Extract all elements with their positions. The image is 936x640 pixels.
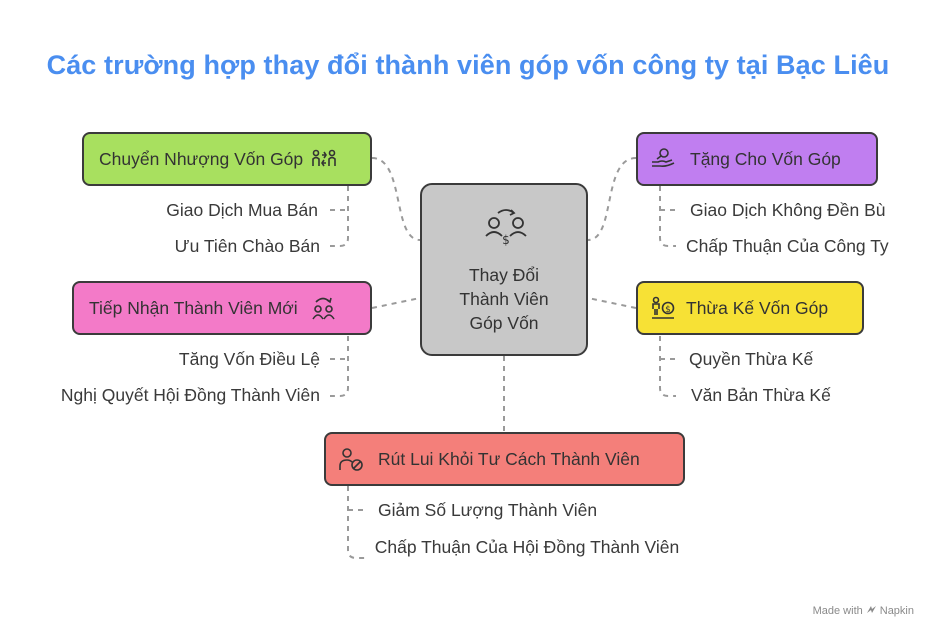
center-label: Thay Đổi Thành Viên Góp Vốn bbox=[459, 265, 549, 333]
member-withdraw-icon bbox=[338, 446, 364, 472]
node-withdraw-label: Rút Lui Khỏi Tư Cách Thành Viên bbox=[378, 448, 640, 469]
napkin-logo-icon bbox=[866, 604, 877, 618]
people-exchange-icon: $ bbox=[482, 207, 530, 247]
connector-withdraw-subs bbox=[347, 486, 366, 559]
connector-gift bbox=[587, 157, 637, 241]
sub-inherit-2: Văn Bản Thừa Kế bbox=[691, 385, 831, 405]
node-gift-label: Tặng Cho Vốn Góp bbox=[690, 148, 841, 169]
node-new-member[interactable]: Tiếp Nhận Thành Viên Mới bbox=[72, 281, 372, 335]
node-inheritance[interactable]: $ Thừa Kế Vốn Góp bbox=[636, 281, 864, 335]
footer-text: Made with bbox=[812, 605, 863, 617]
diagram-title: Các trường hợp thay đổi thành viên góp v… bbox=[46, 50, 890, 80]
sub-inherit-1: Quyền Thừa Kế bbox=[689, 349, 814, 369]
connector-transfer-subs bbox=[330, 186, 349, 247]
node-transfer-capital[interactable]: Chuyển Nhượng Vốn Góp bbox=[82, 132, 372, 186]
sub-withdraw-1: Giảm Số Lượng Thành Viên bbox=[378, 500, 598, 520]
napkin-watermark: Made with Napkin bbox=[813, 604, 914, 618]
connector-newmember bbox=[371, 297, 421, 309]
svg-text:$: $ bbox=[665, 305, 671, 315]
node-withdraw[interactable]: Rút Lui Khỏi Tư Cách Thành Viên bbox=[324, 432, 685, 486]
svg-text:$: $ bbox=[502, 233, 510, 247]
sub-gift-1: Giao Dịch Không Đền Bù bbox=[690, 200, 886, 220]
transfer-people-icon bbox=[311, 146, 337, 172]
node-newmember-label: Tiếp Nhận Thành Viên Mới bbox=[89, 297, 298, 318]
node-transfer-label: Chuyển Nhượng Vốn Góp bbox=[99, 148, 304, 169]
connector-transfer bbox=[371, 157, 421, 241]
gift-hand-icon bbox=[650, 146, 676, 172]
sub-gift-2: Chấp Thuận Của Công Ty bbox=[686, 236, 889, 256]
inheritance-icon: $ bbox=[650, 295, 676, 321]
connector-newmember-subs bbox=[330, 336, 349, 397]
sub-newmember-1: Tăng Vốn Điều Lệ bbox=[178, 349, 320, 369]
sub-transfer-2: Ưu Tiên Chào Bán bbox=[174, 236, 320, 256]
new-members-icon bbox=[310, 295, 336, 321]
connector-inherit-subs bbox=[659, 336, 676, 397]
sub-withdraw-2: Chấp Thuận Của Hội Đồng Thành Viên bbox=[374, 537, 680, 557]
node-inheritance-label: Thừa Kế Vốn Góp bbox=[686, 297, 829, 318]
center-node[interactable]: $ Thay Đổi Thành Viên Góp Vốn bbox=[420, 183, 588, 356]
node-gift-capital[interactable]: Tặng Cho Vốn Góp bbox=[636, 132, 878, 186]
footer-brand: Napkin bbox=[879, 605, 914, 617]
connector-gift-subs bbox=[659, 186, 676, 247]
sub-transfer-1: Giao Dịch Mua Bán bbox=[166, 200, 318, 220]
sub-newmember-2: Nghị Quyết Hội Đồng Thành Viên bbox=[60, 385, 320, 405]
connector-inherit bbox=[587, 297, 637, 309]
